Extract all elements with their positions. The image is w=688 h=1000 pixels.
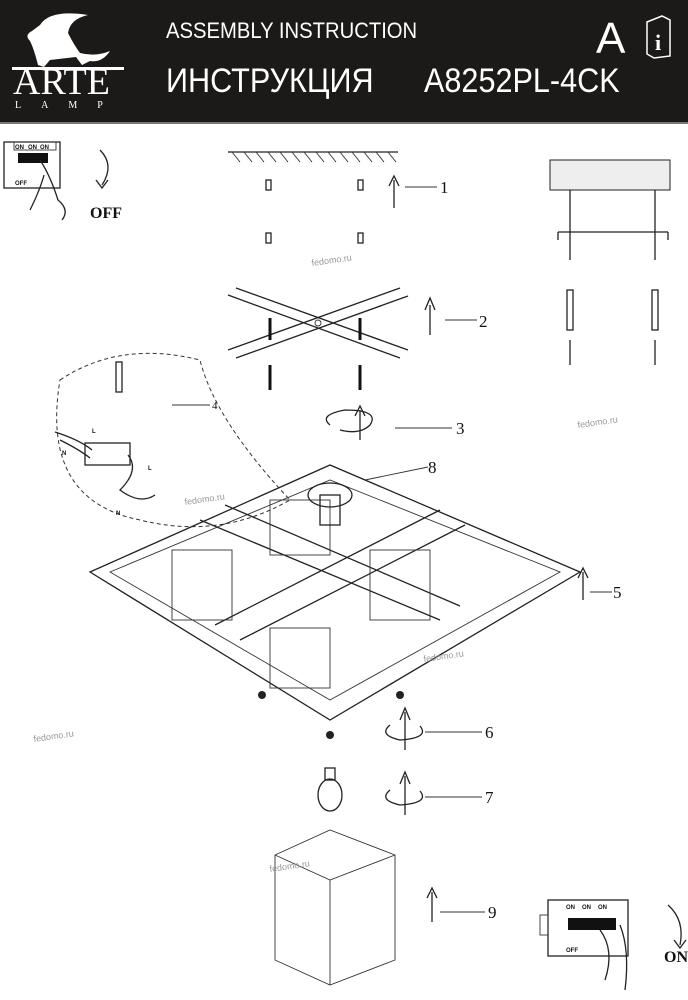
svg-text:ON: ON	[582, 905, 591, 911]
screw-detail	[549, 159, 671, 365]
step-3: 3	[456, 419, 465, 438]
winged-lion-logo	[12, 13, 124, 70]
watermark: fedomo.ru	[184, 491, 226, 507]
svg-text:L: L	[92, 429, 96, 435]
svg-text:N: N	[62, 451, 66, 457]
breaker-switch-off: ON ON ON OFF OFF	[3, 141, 122, 222]
step-1: 1	[440, 178, 449, 197]
brand-logo-subtext: LAMP	[15, 100, 123, 111]
title-english: ASSEMBLY INSTRUCTION	[166, 18, 418, 43]
header-banner: ARTE LAMP ASSEMBLY INSTRUCTION ИНСТРУКЦИ…	[0, 0, 688, 124]
watermark: fedomo.ru	[311, 252, 353, 268]
wiring-detail: L N L N 4	[54, 352, 291, 528]
watermark: fedomo.ru	[577, 414, 619, 430]
off-label: OFF	[90, 205, 122, 222]
glass-shade: 9	[274, 829, 497, 986]
step-4: 4	[212, 400, 218, 412]
step-6: 6	[485, 723, 494, 742]
step-9: 9	[488, 903, 497, 922]
svg-text:ON: ON	[15, 145, 24, 151]
svg-text:ON: ON	[598, 905, 607, 911]
svg-text:ON: ON	[566, 905, 575, 911]
model-number: A8252PL-4CK	[424, 62, 620, 100]
cross-bracket: 2 3	[227, 287, 488, 440]
info-booklet-icon: i	[646, 15, 671, 59]
breaker-switch-on: ON ON ON OFF ON	[539, 899, 688, 991]
title-russian: ИНСТРУКЦИЯ	[166, 62, 374, 100]
svg-text:ON: ON	[40, 145, 49, 151]
watermark: fedomo.ru	[33, 728, 75, 744]
svg-text:N: N	[116, 511, 120, 517]
svg-text:L: L	[148, 466, 152, 472]
step-6-7: 6 7	[317, 706, 494, 815]
lamp-frame: 8 5	[88, 458, 622, 739]
svg-text:OFF: OFF	[15, 181, 27, 187]
watermark: fedomo.ru	[423, 648, 465, 664]
on-label: ON	[664, 949, 688, 966]
svg-text:ON: ON	[28, 145, 37, 151]
step-7: 7	[485, 788, 494, 807]
step-5: 5	[613, 583, 622, 602]
ceiling-mount: 1	[228, 151, 449, 244]
step-8: 8	[428, 458, 437, 477]
language-mark: A	[596, 14, 626, 63]
svg-text:OFF: OFF	[566, 948, 578, 954]
step-2: 2	[479, 312, 488, 331]
svg-text:i: i	[655, 30, 661, 55]
brand-logo-text: ARTE	[13, 61, 110, 103]
